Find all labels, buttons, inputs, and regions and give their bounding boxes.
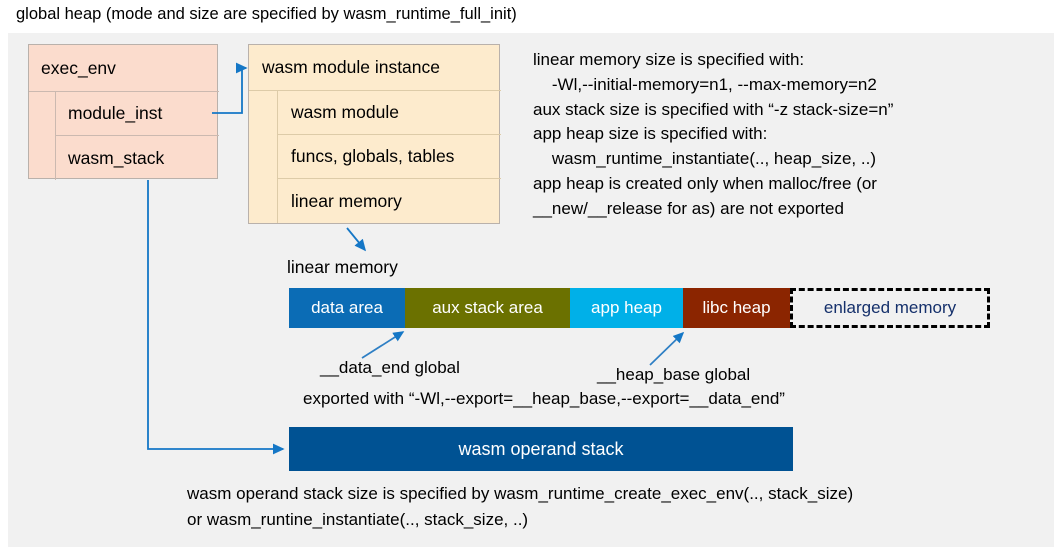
module-instance-field-wasm-module: wasm module xyxy=(277,91,501,135)
memory-segment-enlarged-memory: enlarged memory xyxy=(790,288,990,328)
linear-memory-notes: linear memory size is specified with: -W… xyxy=(533,50,894,218)
diagram-title: global heap (mode and size are specified… xyxy=(16,5,517,23)
module-instance-field-linear-memory: linear memory xyxy=(277,179,501,223)
memory-segment-app-heap: app heap xyxy=(570,288,683,328)
exec-env-field-wasm-stack: wasm_stack xyxy=(55,136,219,180)
exec-env-box: exec_env module_inst wasm_stack xyxy=(28,44,219,180)
linear-memory-label: linear memory xyxy=(287,257,398,277)
operand-stack-notes: wasm operand stack size is specified by … xyxy=(187,484,854,529)
wasm-module-instance-box: wasm module instance wasm module funcs, … xyxy=(248,44,501,224)
module-instance-field-funcs-globals-tables: funcs, globals, tables xyxy=(277,135,501,179)
annotation-data-end: __data_end global xyxy=(320,358,460,377)
memory-segment-data-area: data area xyxy=(289,288,405,328)
exec-env-header: exec_env xyxy=(29,45,219,92)
exec-env-field-module-inst: module_inst xyxy=(55,92,219,136)
module-instance-header: wasm module instance xyxy=(249,45,501,91)
linear-memory-bar: data area aux stack area app heap libc h… xyxy=(289,288,990,328)
memory-segment-libc-heap: libc heap xyxy=(683,288,790,328)
wasm-operand-stack-bar: wasm operand stack xyxy=(289,427,793,471)
annotation-heap-base: __heap_base global xyxy=(597,365,751,384)
annotation-exported-with: exported with “-Wl,--export=__heap_base,… xyxy=(303,389,785,408)
memory-segment-aux-stack-area: aux stack area xyxy=(405,288,570,328)
